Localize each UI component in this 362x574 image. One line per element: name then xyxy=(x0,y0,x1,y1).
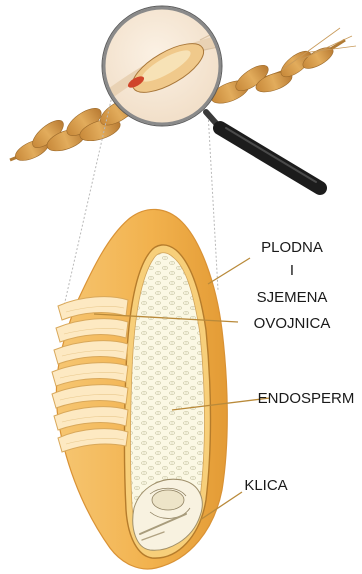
label-germ: KLICA xyxy=(244,477,287,494)
label-endosperm: ENDOSPERM xyxy=(258,390,355,407)
leader-line-fruit-coat xyxy=(208,258,250,284)
magnifying-glass-icon xyxy=(96,6,320,188)
label-coat-line1: PLODNA xyxy=(261,239,323,256)
grain-cross-section xyxy=(52,209,227,569)
label-coat-line2: I xyxy=(290,262,294,279)
label-coat-line3: SJEMENA xyxy=(257,289,328,306)
label-coat-line4: OVOJNICA xyxy=(254,315,331,332)
